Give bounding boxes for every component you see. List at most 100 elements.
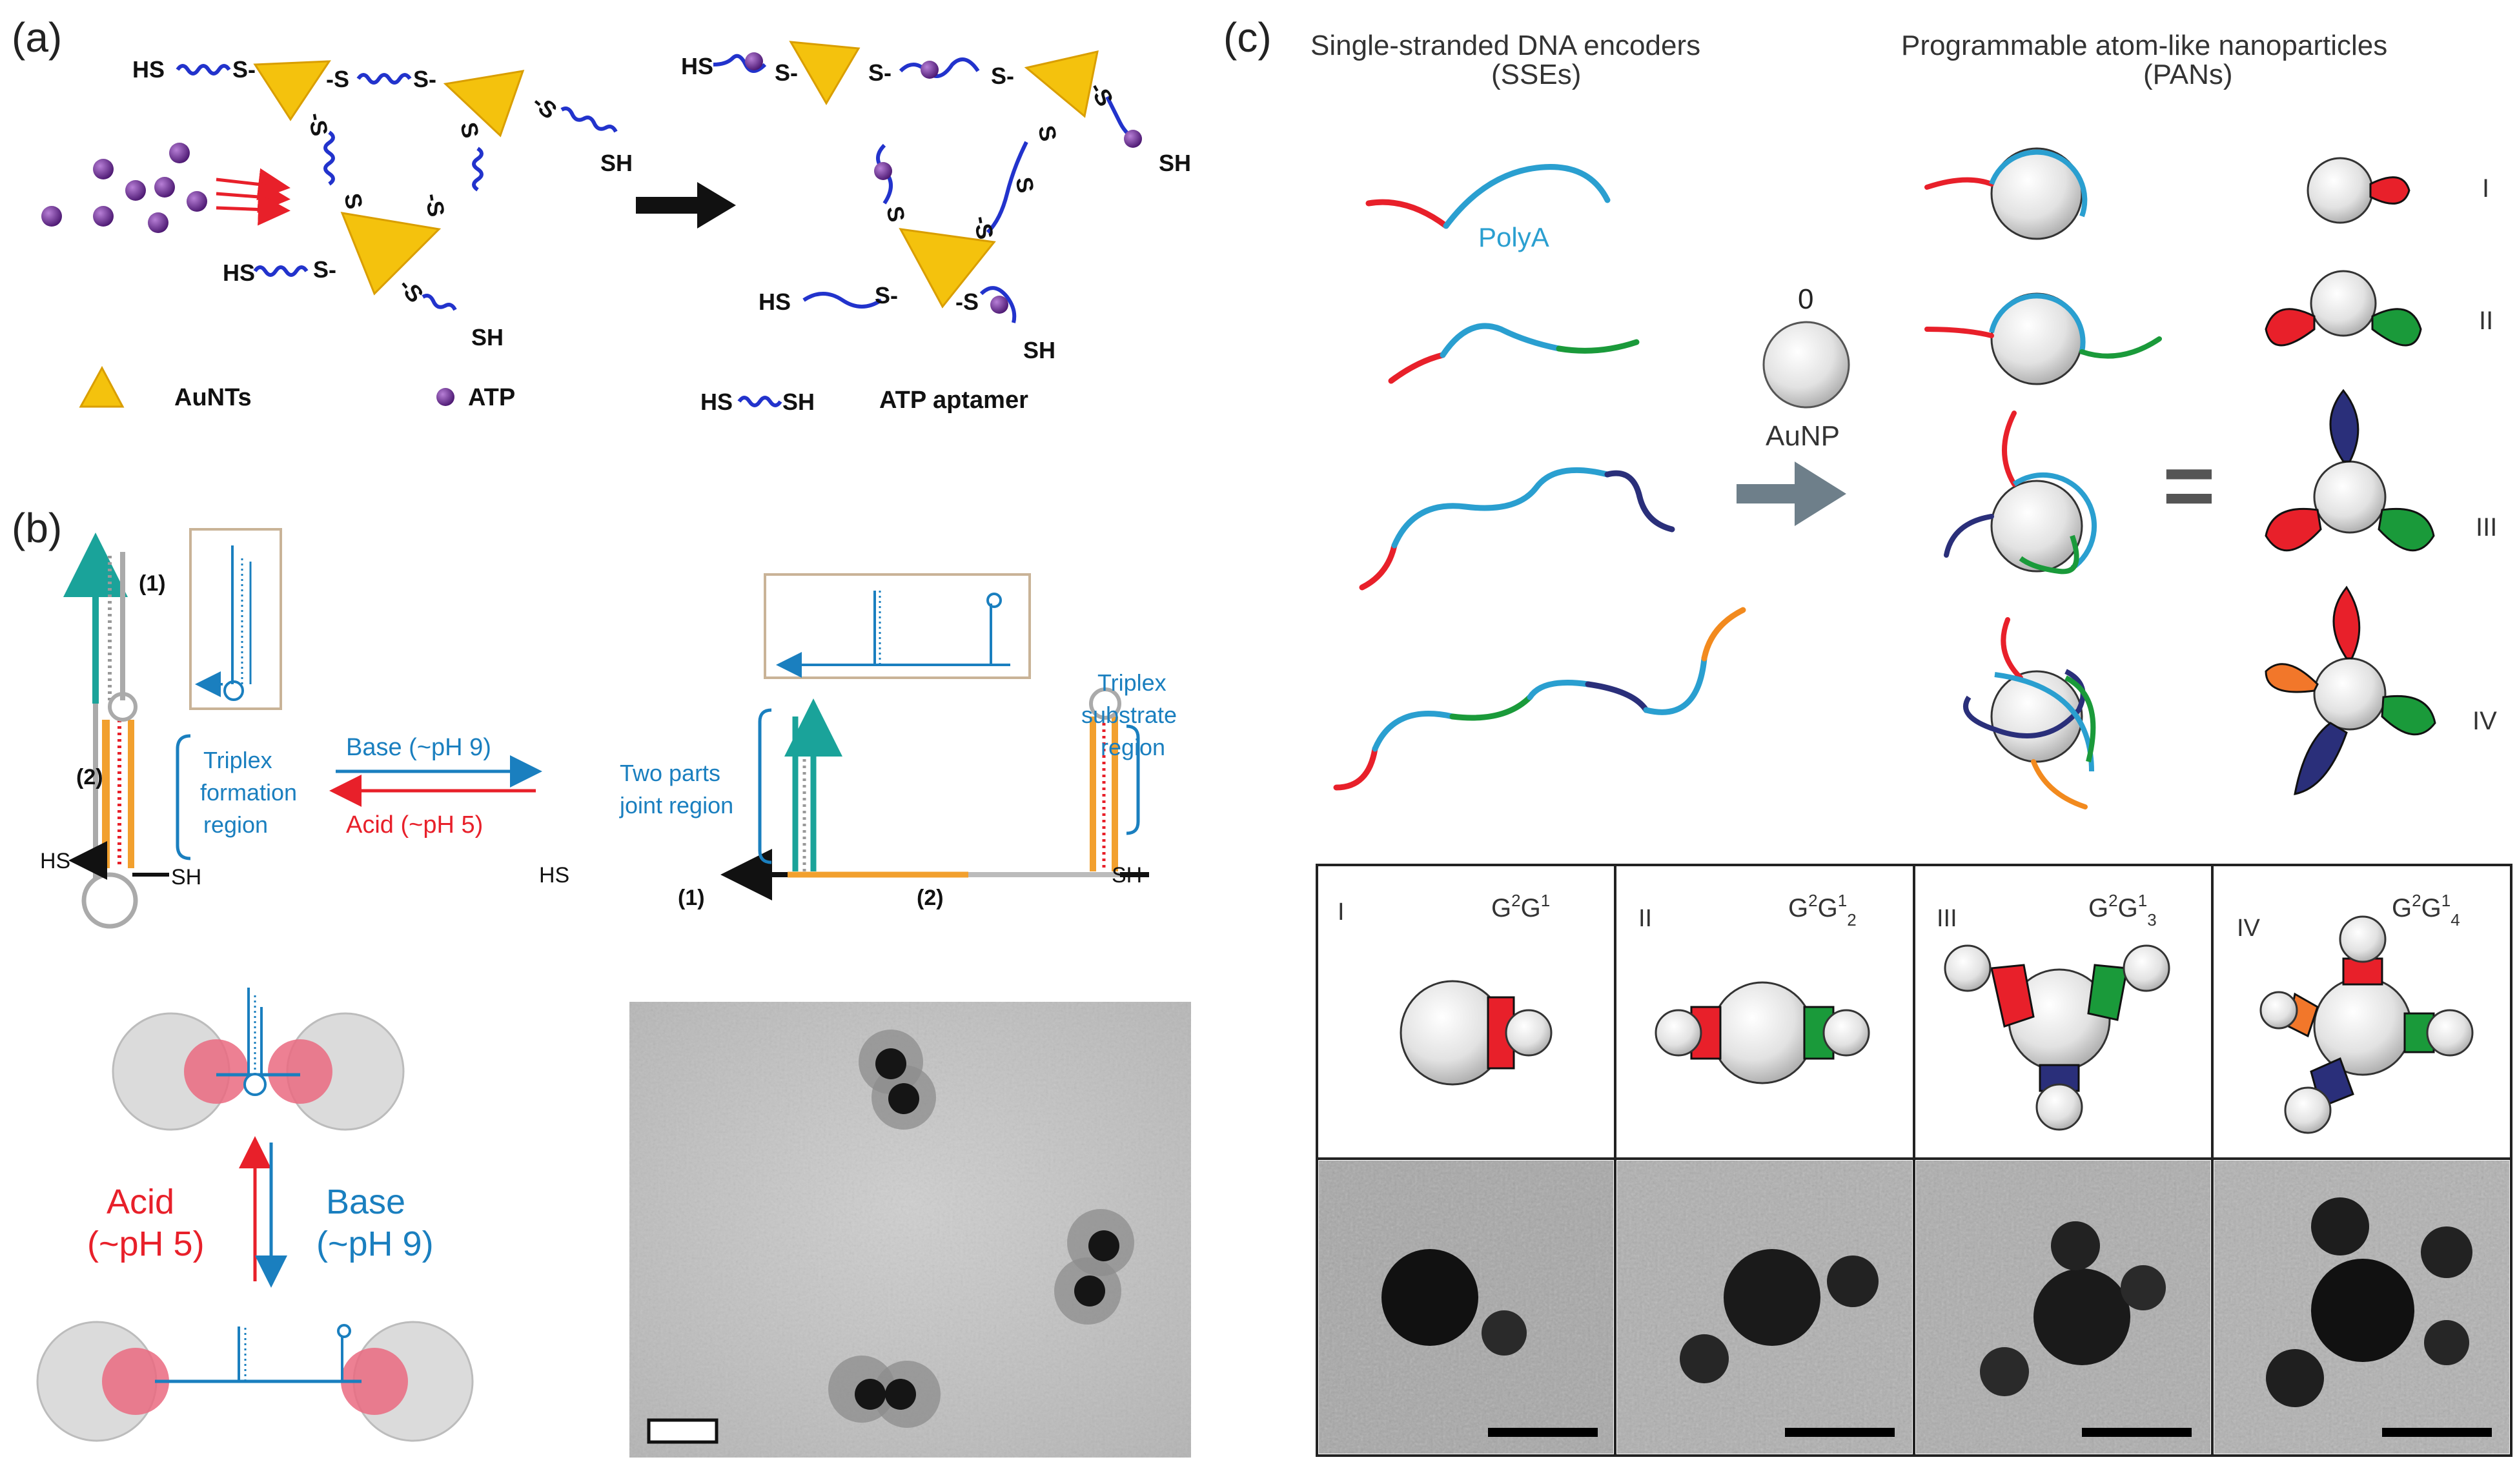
atp-molecule <box>187 191 207 212</box>
label-s: -S <box>303 110 334 138</box>
roman-3: III <box>2476 513 2497 542</box>
legend-aunts: AuNTs <box>174 384 252 411</box>
atp-molecule <box>41 206 62 227</box>
aptamer-strand <box>802 292 882 309</box>
roman-2: II <box>2479 307 2493 335</box>
label-hs: HS <box>681 53 713 79</box>
label-sh: SH <box>1023 337 1055 363</box>
atp-molecule <box>921 61 939 79</box>
model-2 <box>1655 981 1870 1084</box>
tem-1 <box>1319 1161 1613 1454</box>
tem-micrograph-b <box>629 1002 1191 1458</box>
red-arrow <box>216 181 290 213</box>
label-s: S <box>882 204 911 224</box>
pan-strand-spheres <box>1924 147 2162 809</box>
label-s: -S <box>394 273 429 308</box>
legend-wire <box>737 396 782 407</box>
inset-box <box>764 573 1031 679</box>
grid-numeral-2: II <box>1638 905 1652 932</box>
panel-a-label: (a) <box>12 14 62 61</box>
dimer-switch-arrows: Acid (~pH 5) Base (~pH 9) <box>87 1136 434 1288</box>
label-s: -S <box>955 289 979 315</box>
label-s: S- <box>991 63 1014 89</box>
label-sh: SH <box>1112 863 1142 888</box>
label-num2: (2) <box>76 765 103 789</box>
label-hs: HS <box>539 863 569 888</box>
pan-lobes <box>2265 157 2436 795</box>
base-label: Base (~pH 9) <box>346 734 491 761</box>
atp-molecule <box>148 212 168 233</box>
panel-b-label: (b) <box>12 505 62 551</box>
red-arrow <box>216 193 290 226</box>
aptamer-strand <box>979 286 1017 323</box>
label-hs: HS <box>40 849 70 873</box>
triplex-substrate-line1: Triplex <box>1097 669 1167 696</box>
atp-molecule <box>93 206 114 227</box>
aunt-triangle <box>253 60 331 121</box>
label-s: -S <box>326 66 349 92</box>
red-arrow <box>216 168 290 201</box>
dna-linker <box>422 294 457 311</box>
atp-molecule <box>990 296 1008 314</box>
model-1 <box>1400 980 1553 1086</box>
inset-left <box>189 528 282 710</box>
panel-a-legend: AuNTs ATP HS SH ATP aptamer <box>79 365 1028 415</box>
sse-strands: PolyA <box>1333 164 1746 791</box>
label-sh: SH <box>171 865 201 889</box>
label-sh: SH <box>600 150 633 176</box>
grid-formula-2: G2G12 <box>1788 891 1857 930</box>
legend-atp: ATP <box>468 384 515 411</box>
aunt-legend-icon <box>79 365 125 408</box>
tem-3 <box>1916 1161 2210 1454</box>
atp-molecule <box>93 159 114 179</box>
polya-label: PolyA <box>1478 222 1549 252</box>
atp-cluster <box>41 143 290 233</box>
linear-state: Two parts joint region Triplex substrate… <box>539 573 1177 910</box>
transition-arrow <box>636 182 736 229</box>
atp-molecule <box>745 52 763 70</box>
triplex-hairpin: (1) (2) HS SH Triplex formation region <box>40 533 297 929</box>
atp-molecule <box>154 177 175 198</box>
dimer-closed <box>112 988 405 1131</box>
two-parts-line2: joint region <box>619 792 733 818</box>
label-s: S <box>1034 123 1063 143</box>
tem-2 <box>1617 1161 1912 1454</box>
valence-zero: 0 <box>1798 283 1813 315</box>
dna-linker <box>176 64 231 76</box>
acid-label: Acid (~pH 5) <box>346 811 483 839</box>
label-sh: SH <box>471 324 504 351</box>
pan-subtitle: (PANs) <box>2143 59 2233 90</box>
triplex-substrate-line3: region <box>1101 734 1165 760</box>
label-num1: (1) <box>678 886 705 910</box>
label-sh: SH <box>1159 150 1191 176</box>
label-s: S- <box>868 59 892 86</box>
dimer-open <box>36 1321 474 1442</box>
aptamer-strand <box>899 57 980 78</box>
pan-title: Programmable atom-like nanoparticles <box>1901 30 2387 61</box>
label-s: S- <box>875 282 898 309</box>
model-4 <box>2259 915 2474 1134</box>
label-hs: HS <box>132 56 165 83</box>
dna-linker <box>560 107 618 133</box>
legend-sh: SH <box>782 389 815 415</box>
label-s: -S <box>420 191 451 219</box>
sse-title: Single-stranded DNA encoders <box>1310 30 1700 61</box>
aunt-triangle <box>789 41 861 105</box>
equals-sign: = <box>2163 434 2216 536</box>
dna-linker <box>472 147 484 192</box>
grid-formula-4: G2G14 <box>2392 891 2460 930</box>
aunp-sphere <box>1762 321 1850 409</box>
equilibrium-arrows: Base (~pH 9) Acid (~pH 5) <box>329 734 542 839</box>
label-num2: (2) <box>917 886 944 910</box>
triplex-formation-line3: region <box>203 811 268 838</box>
grid-formula-3: G2G13 <box>2088 891 2157 930</box>
roman-4: IV <box>2472 707 2497 735</box>
triplex-formation-line1: Triplex <box>203 747 272 773</box>
label-s: S- <box>413 66 436 92</box>
label-s: -S <box>527 89 562 125</box>
grid-formula-1: G2G1 <box>1491 891 1550 922</box>
reaction-arrow <box>1737 462 1846 526</box>
grid-numeral-4: IV <box>2237 915 2261 942</box>
atp-molecule <box>125 180 146 201</box>
